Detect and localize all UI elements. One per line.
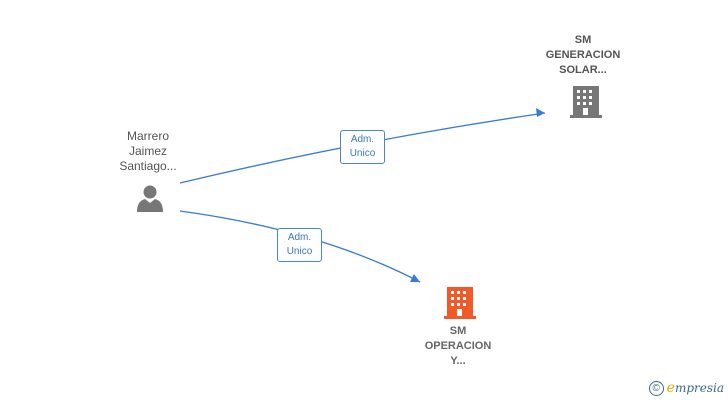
company-generacion-line-2: GENERACION (545, 49, 621, 61)
person-name-line-3: Santiago... (119, 159, 177, 173)
company-generacion-line-1: SM (574, 34, 592, 46)
person-icon[interactable] (137, 185, 163, 213)
building-icon[interactable] (444, 287, 476, 319)
edge-label-line-1: Adm. (350, 134, 375, 145)
brand-logo: empresia (667, 380, 724, 396)
company-generacion-line-3: SOLAR... (559, 64, 607, 76)
company-generacion-label[interactable]: SM GENERACION SOLAR... (533, 33, 633, 78)
edge-label-line-2: Unico (349, 148, 376, 159)
edge-arrowhead-operacion (410, 274, 420, 282)
edge-label-generacion[interactable]: Adm. Unico (340, 130, 385, 164)
edge-label-line-2: Unico (286, 246, 313, 257)
brand-footer: © empresia (648, 380, 724, 396)
building-icon[interactable] (570, 86, 602, 118)
brand-name: mpresia (674, 381, 724, 395)
edge-label-line-1: Adm. (287, 232, 312, 243)
company-operacion-line-2: OPERACION (424, 340, 492, 352)
company-operacion-line-1: SM (449, 325, 467, 337)
person-name-line-2: Jaimez (128, 144, 167, 158)
edge-arrowhead-generacion (536, 108, 545, 117)
person-name-line-1: Marrero (126, 129, 169, 143)
brand-initial: e (666, 380, 675, 396)
edge-label-operacion[interactable]: Adm. Unico (277, 228, 322, 262)
company-operacion-label[interactable]: SM OPERACION Y... (408, 324, 508, 369)
company-operacion-line-3: Y... (450, 355, 466, 367)
copyright-icon: © (648, 380, 664, 396)
person-node-label[interactable]: Marrero Jaimez Santiago... (100, 129, 196, 174)
